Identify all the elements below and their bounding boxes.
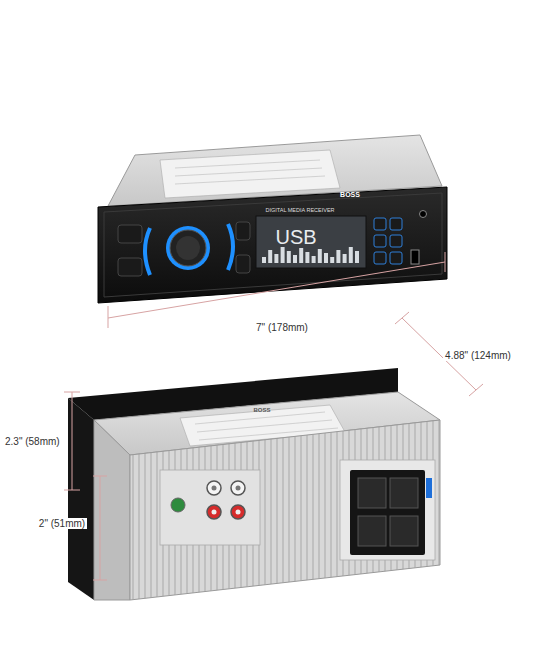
dimension-line [108,252,445,328]
eq-bar [262,257,266,263]
iso-connector [350,470,432,555]
eq-bar [349,247,353,263]
eq-bar [268,250,272,263]
sticker [160,150,340,198]
dimension-label: 2.3" (58mm) [3,436,62,447]
rear-heatsink [130,420,440,600]
brand-logo: BOSS [253,407,270,414]
display-text: USB [275,226,316,248]
fuse-holder [171,498,185,512]
usb-port [411,250,419,264]
eq-bar [355,251,359,263]
rca-jacks [207,481,245,519]
eq-bar [318,249,322,263]
eq-bar [324,253,328,263]
dimension-label: 4.88" (124mm) [443,350,513,361]
eq-bar [293,255,297,263]
blue-accent [228,224,233,270]
preset-button [390,218,402,230]
chassis-side [94,420,130,600]
eq-bar [336,250,340,263]
model-caption: DIGITAL MEDIA RECEIVER [265,207,334,213]
front-panel [98,187,447,303]
eq-bar [305,252,309,263]
dimension-label: 2" (51mm) [37,518,87,529]
preset-button [374,235,386,247]
preset-button [374,218,386,230]
blue-accent [145,228,150,275]
aux-jack [420,211,427,218]
eq-bar [299,248,303,263]
eq-bar [281,247,285,263]
eq-bar [287,251,291,263]
eq-bar [274,254,278,263]
dimension-label: 7" (178mm) [254,322,310,333]
dimension-line [93,476,107,580]
eq-bar [330,257,334,263]
volume-knob [166,226,210,270]
preset-button [390,235,402,247]
preset-button [390,252,402,264]
eq-bar [343,254,347,263]
brand-logo: BOSS [340,191,360,199]
lcd-display [256,216,366,268]
preset-button [374,252,386,264]
dimension-line [64,392,80,490]
eq-bar [312,256,316,263]
